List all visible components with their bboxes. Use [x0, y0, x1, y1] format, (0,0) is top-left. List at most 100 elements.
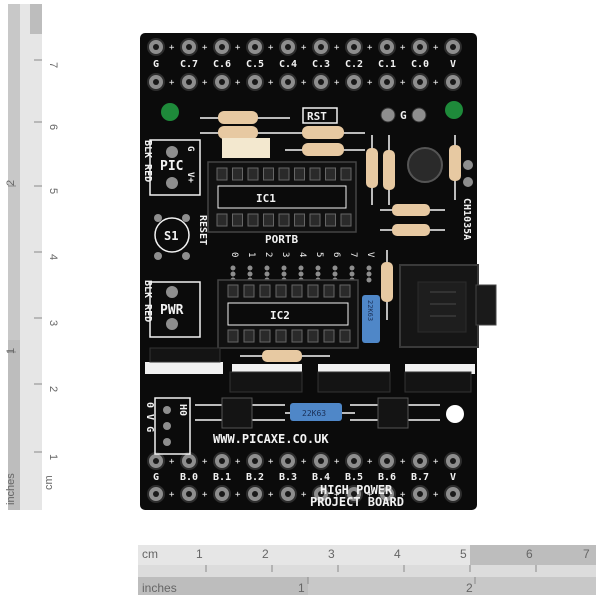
ic2-pins-bot-5 [307, 329, 319, 343]
bottom-pad-lower-plus-2: + [235, 490, 241, 500]
h0-pins-label: 0 V G [144, 402, 155, 432]
bottom-cm-tick-4: 4 [394, 547, 401, 561]
bottom-label-7: B.6 [378, 472, 396, 483]
ic1-pins-top-5 [294, 167, 305, 181]
top-pad-hole-2 [219, 44, 225, 50]
left-unit-cm: cm [43, 475, 55, 490]
portb-pad-0-8 [366, 265, 372, 271]
bottom-ruler: cm 1 2 3 4 5 6 7 inches 1 2 [138, 545, 596, 595]
bottom-pad-lower-hole-6 [351, 491, 357, 497]
bottom-pad-lower-hole-3 [252, 491, 258, 497]
bottom-unit-inches: inches [142, 581, 177, 595]
top-pad-lower-hole-3 [252, 79, 258, 85]
bottom-cm-tick-6: 6 [526, 547, 533, 561]
portb-pin-label-7: 7 [348, 252, 358, 257]
bottom-pad-plus-3: + [268, 457, 274, 467]
left-cm-tick-2: 2 [47, 386, 59, 392]
top-label-9: V [450, 59, 456, 70]
top-pad-plus-4: + [301, 43, 307, 53]
top-pad-plus-8: + [433, 43, 439, 53]
reset-switch-s1 [154, 217, 190, 253]
ic2-pins-top-6 [323, 284, 335, 298]
top-pad-lower-plus-0: + [169, 78, 175, 88]
g-side-label: G [185, 146, 195, 151]
bottom-cm-tick-5: 5 [460, 547, 467, 561]
bottom-pad-lower-hole-4 [285, 491, 291, 497]
v-plus-label: V+ [185, 172, 195, 183]
ic1-pins-top-4 [278, 167, 290, 181]
ic1-pins-bot-0 [216, 213, 228, 227]
portb-pin-label-1: 1 [246, 252, 256, 257]
bottom-pad-hole-6 [351, 458, 357, 464]
bottom-pad-plus-8: + [433, 457, 439, 467]
left-ruler: 7 6 5 4 3 2 1 2 1 inches cm [5, 4, 59, 510]
bottom-pad-hole-0 [153, 458, 159, 464]
film-capacitor-1 [362, 295, 380, 343]
left-cm-tick-1: 1 [47, 454, 59, 460]
bottom-pad-plus-5: + [334, 457, 340, 467]
top-pad-hole-3 [252, 44, 258, 50]
left-unit-inches: inches [5, 473, 17, 505]
mounting-hole [446, 405, 464, 423]
cap-label-1: 22K63 [366, 300, 374, 321]
portb-pad-0-6 [332, 265, 338, 271]
bottom-pad-plus-6: + [367, 457, 373, 467]
portb-pad-2-8 [366, 277, 372, 283]
pwr-label: PWR [160, 303, 184, 318]
portb-pin-label-6: 6 [331, 252, 341, 257]
top-pad-hole-8 [417, 44, 423, 50]
top-label-4: C.4 [279, 59, 297, 70]
top-label-1: C.7 [180, 59, 198, 70]
top-pad-lower-hole-0 [153, 79, 159, 85]
bottom-pad-hole-5 [318, 458, 324, 464]
left-cm-tick-3: 3 [47, 320, 59, 326]
bottom-cm-tick-7: 7 [583, 547, 590, 561]
bottom-pad-plus-7: + [400, 457, 406, 467]
top-pad-lower-plus-3: + [268, 78, 274, 88]
bottom-pad-lower-hole-5 [318, 491, 324, 497]
ic2-pins-top-3 [275, 284, 287, 298]
bottom-pad-hole-2 [219, 458, 225, 464]
portb-pad-1-5 [315, 271, 321, 277]
website-url: WWW.PICAXE.CO.UK [213, 432, 329, 446]
bottom-inch-tick-1: 1 [298, 581, 305, 595]
portb-pad-0-3 [281, 265, 287, 271]
portb-pad-1-6 [332, 271, 338, 277]
ic2-pins-bot-3 [275, 329, 287, 343]
top-pad-lower-hole-9 [450, 79, 456, 85]
ic1-pins-bot-8 [340, 213, 352, 227]
bottom-pad-plus-2: + [235, 457, 241, 467]
ic2-pins-bot-1 [243, 329, 255, 343]
left-cm-tick-7: 7 [47, 62, 59, 68]
bottom-pad-plus-4: + [301, 457, 307, 467]
top-pad-plus-2: + [235, 43, 241, 53]
reset-label: RESET [197, 215, 208, 245]
top-pad-lower-plus-4: + [301, 78, 307, 88]
bottom-pad-lower-plus-0: + [169, 490, 175, 500]
top-pad-lower-hole-4 [285, 79, 291, 85]
ic2-pins-bot-4 [291, 329, 303, 343]
ic2-pins-top-0 [227, 284, 239, 298]
s1-label: S1 [164, 229, 178, 243]
top-pad-hole-9 [450, 44, 456, 50]
bottom-pad-lower-plus-3: + [268, 490, 274, 500]
ic2-pins-bot-7 [339, 329, 351, 343]
bottom-label-9: V [450, 472, 456, 483]
ic1-pins-bot-1 [232, 213, 243, 227]
bottom-pad-lower-hole-9 [450, 491, 456, 497]
bottom-pad-lower-plus-4: + [301, 490, 307, 500]
portb-pin-label-3: 3 [280, 252, 290, 257]
bottom-pad-hole-3 [252, 458, 258, 464]
left-inch-tick-1: 1 [5, 348, 17, 354]
bottom-pad-hole-7 [384, 458, 390, 464]
bottom-pad-lower-plus-5: + [334, 490, 340, 500]
electrolytic-capacitor [407, 147, 443, 183]
bottom-unit-cm: cm [142, 547, 158, 561]
board-title-line2: PROJECT BOARD [310, 495, 404, 509]
top-pad-plus-7: + [400, 43, 406, 53]
bottom-pad-lower-plus-7: + [400, 490, 406, 500]
bottom-pad-hole-9 [450, 458, 456, 464]
